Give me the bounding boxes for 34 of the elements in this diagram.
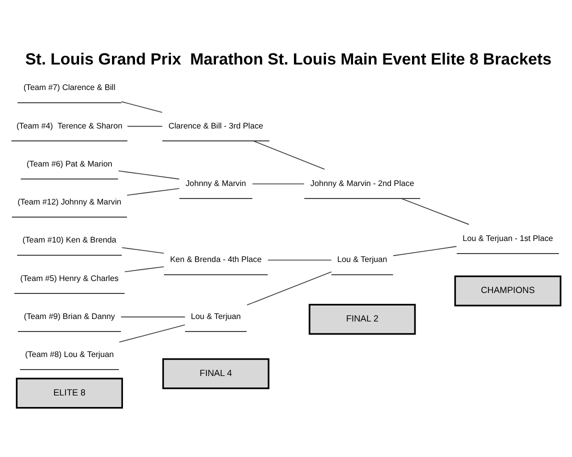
connector [118, 170, 180, 180]
node-text: (Team #8) Lou & Terjuan [25, 350, 114, 360]
diagram-title: St. Louis Grand Prix Marathon St. Louis Main Event Elite 8 Brackets [25, 50, 552, 69]
connector [253, 140, 325, 170]
node-text: (Team #9) Brian & Danny [24, 312, 115, 321]
node-text: Johnny & Marvin - 2nd Place [310, 178, 414, 188]
node-text: (Team #12) Johnny & Marvin [18, 198, 122, 207]
node-text: Johnny & Marvin [186, 178, 246, 188]
connector [127, 126, 163, 127]
connector [392, 246, 457, 256]
connector [252, 183, 304, 184]
connector [246, 272, 332, 306]
node-text: (Team #6) Pat & Marion [26, 159, 112, 168]
connector [124, 266, 164, 272]
node-text: (Team #7) Clarence & Bill [23, 83, 116, 92]
node-text: Lou & Terjuan [337, 255, 388, 264]
node-box: FINAL 2 [308, 304, 416, 335]
node-box: CHAMPIONS [454, 276, 562, 306]
node-text: Lou & Terjuan [190, 312, 241, 321]
node-text: (Team #4) Terence & Sharon [16, 121, 122, 130]
node-text: Lou & Terjuan - 1st Place [462, 234, 554, 244]
connector [120, 316, 186, 318]
node-box: ELITE 8 [16, 378, 123, 409]
node-text: (Team #5) Henry & Charles [20, 274, 119, 283]
connector [268, 260, 332, 261]
connector [122, 247, 164, 254]
node-text: (Team #10) Ken & Brenda [22, 236, 116, 245]
connector [121, 101, 163, 113]
node-text: Ken & Brenda - 4th Place [170, 255, 262, 264]
node-box: FINAL 4 [162, 358, 270, 390]
node-text: Clarence & Bill - 3rd Place [168, 121, 264, 130]
connector [400, 198, 470, 225]
connector [126, 188, 180, 196]
connector [118, 324, 186, 343]
